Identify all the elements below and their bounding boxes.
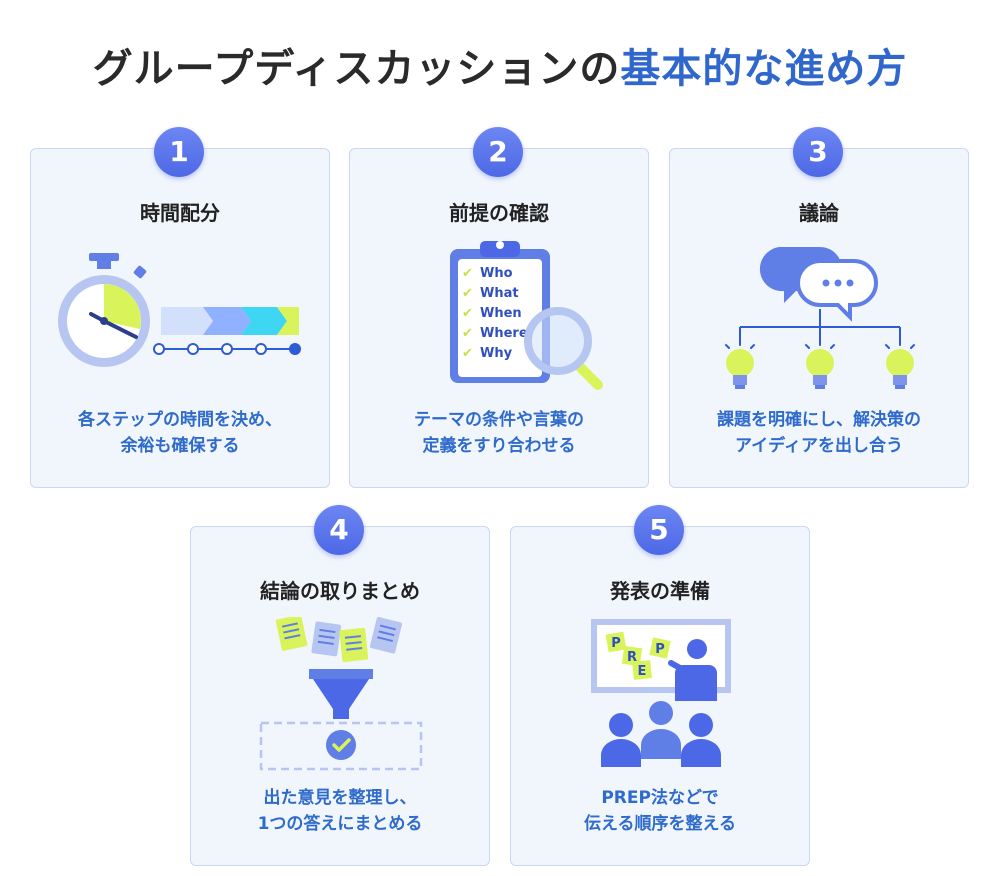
check-icon: ✔ xyxy=(462,326,473,341)
title-main: グループディスカッションの xyxy=(92,46,621,92)
checklist-item: Where xyxy=(480,326,528,341)
magnifier-icon xyxy=(524,307,603,390)
stopwatch-icon xyxy=(58,253,150,367)
checklist: ✔ Who ✔ What ✔ When ✔ Where ✔ Why xyxy=(462,266,528,361)
audience-icon xyxy=(601,701,721,767)
presentation-illustration: P R E P xyxy=(591,619,731,767)
step-title: 発表の準備 xyxy=(610,579,710,603)
funnel-illustration xyxy=(259,617,423,771)
checklist-item: When xyxy=(480,306,522,321)
board-letter: P xyxy=(655,642,665,657)
check-icon: ✔ xyxy=(462,306,473,321)
step-card-4: 4 結論の取りまとめ 出た意見を整理し、 1つの答えにまとめる xyxy=(190,505,490,866)
tree-lines xyxy=(739,309,901,345)
result-box xyxy=(259,721,423,771)
step-card-2: 2 前提の確認 ✔ Who ✔ What ✔ When ✔ Where ✔ Wh… xyxy=(349,127,649,488)
step-description: テーマの条件や言葉の 定義をすり合わせる xyxy=(414,410,584,456)
timeline-arrows xyxy=(161,307,299,335)
step-number-badge: 1 xyxy=(154,127,204,177)
title-accent: 基本的な進め方 xyxy=(620,46,908,92)
step-card-1: 1 時間配分 各ステップの時間を決め、 xyxy=(30,127,330,488)
timeline-dots xyxy=(153,343,301,355)
step-card-5: 5 発表の準備 P R E P xyxy=(510,505,810,866)
clipboard-magnifier-illustration: ✔ Who ✔ What ✔ When ✔ Where ✔ Why xyxy=(450,241,603,390)
funnel-icon xyxy=(309,669,373,719)
board-letter: P xyxy=(611,636,621,651)
documents-icon xyxy=(275,617,403,662)
step-number-badge: 3 xyxy=(793,127,843,177)
prep-letters: P R E P xyxy=(605,631,671,680)
lightbulb-icon xyxy=(726,349,754,389)
step-card-3: 3 議論 xyxy=(669,127,969,488)
check-icon: ✔ xyxy=(462,346,473,361)
bulb-rays xyxy=(725,340,915,349)
stopwatch-timeline-illustration xyxy=(58,253,301,367)
step-title: 議論 xyxy=(799,201,839,225)
check-icon: ✔ xyxy=(462,266,473,281)
step-description: 課題を明確にし、解決策の アイディアを出し合う xyxy=(717,410,921,456)
step-number-badge: 2 xyxy=(473,127,523,177)
checklist-item: Why xyxy=(480,346,513,361)
lightbulb-icon xyxy=(806,349,834,389)
step-title: 前提の確認 xyxy=(449,201,549,225)
step-description: 出た意見を整理し、 1つの答えにまとめる xyxy=(257,788,423,834)
lightbulb-icon xyxy=(886,349,914,389)
step-title: 時間配分 xyxy=(140,201,220,225)
checklist-item: What xyxy=(480,286,519,301)
speech-bubbles-icon xyxy=(759,247,878,322)
checklist-item: Who xyxy=(480,266,513,281)
check-icon: ✔ xyxy=(462,286,473,301)
clipboard-icon xyxy=(450,241,550,383)
board-letter: E xyxy=(638,664,647,679)
check-icon xyxy=(326,730,356,760)
step-description: 各ステップの時間を決め、 余裕も確保する xyxy=(78,410,282,456)
discussion-ideas-illustration xyxy=(725,247,915,389)
step-number-badge: 4 xyxy=(314,505,364,555)
presenter-icon xyxy=(668,639,717,701)
page-title: グループディスカッションの基本的な進め方 xyxy=(0,36,1000,94)
step-description: PREP法などで 伝える順序を整える xyxy=(584,788,736,834)
board-letter: R xyxy=(627,650,637,665)
step-title: 結論の取りまとめ xyxy=(260,579,420,603)
step-number-badge: 5 xyxy=(634,505,684,555)
